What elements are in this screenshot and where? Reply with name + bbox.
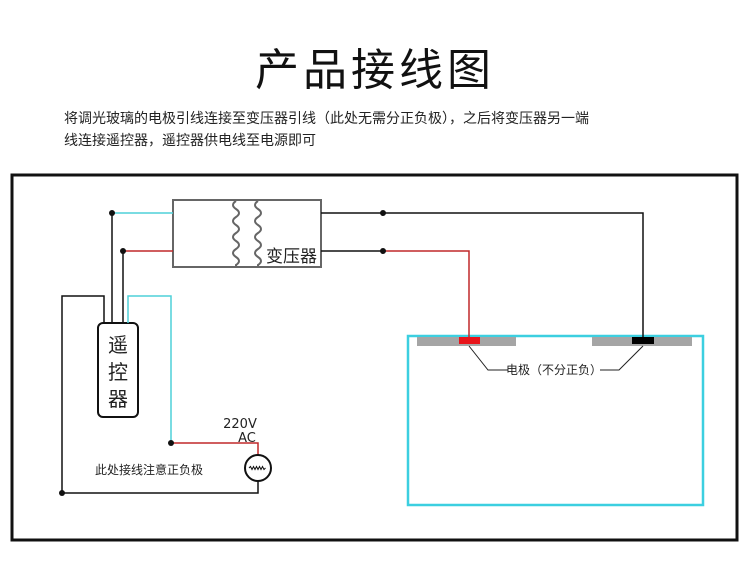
junction-dot [120,248,126,254]
transformer-coil-primary [232,200,240,268]
ac-source-icon [244,454,272,482]
junction-dot [109,210,115,216]
instructions-line-2: 线连接遥控器，遥控器供电线至电源即可 [64,133,316,149]
transformer-label: 变压器 [266,247,317,267]
junction-dot [59,490,65,496]
remote-label-char-2: 控 [108,360,128,384]
power-type-label: AC [238,431,256,446]
instructions-line-1: 将调光玻璃的电极引线连接至变压器引线（此处无需分正负极），之后将变压器另一端 [64,111,589,127]
instructions: 将调光玻璃的电极引线连接至变压器引线（此处无需分正负极），之后将变压器另一端 线… [64,108,704,152]
remote-controller-box [97,322,139,418]
junction-dot [380,210,386,216]
junction-dot [380,248,386,254]
wire-red-power [171,442,259,455]
transformer-box [172,199,322,268]
glass-panel [406,334,705,507]
wire-teal-power-loop [127,295,172,443]
junction-dot [168,440,174,446]
ac-wave-icon [248,465,266,471]
wire-red-to-electrode [383,250,470,337]
remote-label-char-1: 遥 [108,333,128,357]
wire-black-power-loop [61,295,259,494]
electrode-leader-left [468,345,508,371]
electrode-label: 电极（不分正负） [506,363,602,377]
power-voltage-label: 220V [223,417,257,432]
wire-black-to-electrode [321,212,644,337]
electrode-black [632,337,654,344]
diagram-frame [10,173,739,542]
electrode-leader-right [600,345,644,371]
page-title: 产品接线图 [255,45,495,96]
remote-label-char-3: 器 [108,387,128,411]
transformer-coil-secondary [254,200,262,268]
polarity-note: 此处接线注意正负极 [95,462,203,477]
electrode-red [459,337,480,344]
